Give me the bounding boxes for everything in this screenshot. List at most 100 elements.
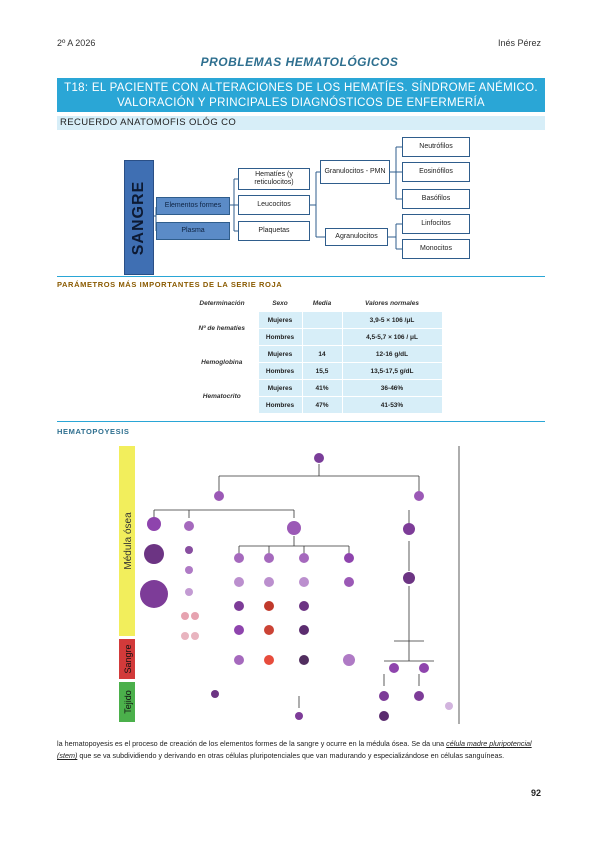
reticulocyte-2: [191, 612, 199, 620]
label-sangre: Sangre: [123, 644, 133, 673]
erythroblast-2: [185, 546, 193, 554]
cell-media: 15,5: [301, 362, 343, 380]
tree-hematies: Hematíes (y reticulocitos): [238, 168, 310, 190]
reticulocyte: [181, 612, 189, 620]
neutrophil: [234, 655, 244, 665]
cell-sex: Hombres: [257, 328, 303, 346]
hematopoyesis-title: HEMATOPOYESIS: [57, 427, 130, 436]
metamyelocyte-3: [299, 601, 309, 611]
promyelocyte-2: [264, 553, 274, 563]
caption-text-2: que se va subdividiendo y derivando en o…: [77, 751, 505, 760]
eosinophil: [264, 655, 274, 665]
label-tejido: Tejido: [123, 690, 133, 714]
cell-values: 3,9-5 × 106 /μL: [341, 311, 443, 329]
cell-media: 47%: [301, 396, 343, 414]
label-medula-osea: Médula ósea: [123, 512, 134, 570]
tree-eosinofilos: Eosinófilos: [402, 162, 470, 182]
erythrocyte: [181, 632, 189, 640]
col-valores: Valores normales: [365, 299, 419, 307]
row-label-hematocrito: Hematocrito: [202, 393, 241, 400]
effector-cell: [379, 711, 389, 721]
table-header-row: Determinación Sexo Media Valores normale…: [186, 295, 442, 312]
myelocyte-1: [234, 577, 244, 587]
lymphoid-progenitor: [414, 491, 424, 501]
caption-text-1: la hematopoyesis es el proceso de creaci…: [57, 739, 447, 748]
myelocyte-3: [299, 577, 309, 587]
tejido-band: [119, 682, 135, 722]
cell-values: 36-46%: [341, 379, 443, 397]
tree-plaquetas: Plaquetas: [238, 221, 310, 241]
cell-media: [301, 328, 343, 346]
cell-sex: Hombres: [257, 362, 303, 380]
serie-roja-table: Determinación Sexo Media Valores normale…: [186, 295, 443, 414]
megakaryocyte: [140, 580, 168, 608]
cell-sex: Hombres: [257, 396, 303, 414]
monoblast: [344, 553, 354, 563]
plasma-cell: [379, 691, 389, 701]
lymphoblast: [403, 523, 415, 535]
row-label-hemoglobina: Hemoglobina: [201, 359, 243, 366]
tree-monocitos: Monocitos: [402, 239, 470, 259]
params-title: PARÁMETROS MÁS IMPORTANTES DE LA SERIE R…: [57, 280, 283, 289]
hematopoyesis-caption: la hematopoyesis es el proceso de creaci…: [57, 738, 545, 762]
cell-illustrations: [140, 453, 453, 721]
divider-hematopoyesis: [57, 421, 545, 422]
col-sexo: Sexo: [272, 299, 288, 307]
erythroblast-1: [184, 521, 194, 531]
t-lymphocyte: [419, 663, 429, 673]
table-row: Hombres 4,5-5,7 × 106 / μL: [186, 328, 443, 346]
row-label-hematies: Nº de hematíes: [198, 325, 245, 332]
banner-line-2: VALORACIÓN Y PRINCIPALES DIAGNÓSTICOS DE…: [117, 97, 485, 109]
document-title: PROBLEMAS HEMATOLÓGICOS: [200, 55, 399, 69]
col-determinacion: Determinación: [199, 299, 245, 307]
table-row: Hemoglobina Mujeres 14 12-16 g/dL: [186, 345, 443, 366]
header-course: 2º A 2026: [57, 38, 96, 48]
cell-sex: Mujeres: [257, 311, 303, 329]
tree-basofilos: Basófilos: [402, 189, 470, 209]
table-row: Nº de hematíes Mujeres 3,9-5 × 106 /μL: [186, 311, 443, 332]
cell-values: 4,5-5,7 × 106 / μL: [341, 328, 443, 346]
b-lymphocyte: [389, 663, 399, 673]
tree-plasma: Plasma: [156, 222, 230, 240]
sangre-label: SANGRE: [130, 180, 147, 256]
tree-linfocitos: Linfocitos: [402, 214, 470, 234]
cell-values: 13,5-17,5 g/dL: [341, 362, 443, 380]
sangre-band: [119, 639, 135, 679]
promyelocyte-3: [299, 553, 309, 563]
cell-values: 12-16 g/dL: [341, 345, 443, 363]
myelocyte-2: [264, 577, 274, 587]
tree-neutrofilos: Neutrófilos: [402, 137, 470, 157]
erythroblast-3: [185, 566, 193, 574]
cell-sex: Mujeres: [257, 379, 303, 397]
page-number: 92: [530, 788, 541, 798]
basophil: [299, 655, 309, 665]
cell-media: [301, 311, 343, 329]
banner-line-1: T18: EL PACIENTE CON ALTERACIONES DE LOS…: [64, 82, 538, 94]
stem-cell: [314, 453, 324, 463]
tree-leucocitos: Leucocitos: [238, 195, 310, 215]
topic-banner: T18: EL PACIENTE CON ALTERACIONES DE LOS…: [57, 78, 545, 112]
tree-agranulocitos: Agranulocitos: [325, 228, 388, 246]
metamyelocyte-2: [264, 601, 274, 611]
table-row: Hombres 47% 41-53%: [186, 396, 443, 414]
sangre-root-box: SANGRE: [124, 160, 154, 275]
caption-stem-cell-term: célula madre pluripotencial (stem): [57, 739, 532, 760]
hematopoyesis-figure: Médula ósea Sangre Tejido: [119, 446, 460, 724]
band-cell-2: [264, 625, 274, 635]
macrophage: [295, 712, 303, 720]
erythrocyte-2: [191, 632, 199, 640]
proerythroblast: [147, 517, 161, 531]
cell-sex: Mujeres: [257, 345, 303, 363]
megakaryoblast: [144, 544, 164, 564]
myeloid-progenitor: [214, 491, 224, 501]
mast-cell: [211, 690, 219, 698]
tree-elementos-formes: Elementos formes: [156, 197, 230, 215]
tree-granulocitos: Granulocitos - PMN: [320, 160, 390, 184]
table-row: Hematocrito Mujeres 41% 36-46%: [186, 379, 443, 400]
cell-values: 41-53%: [341, 396, 443, 414]
divider-top: [57, 276, 545, 277]
myeloblast: [287, 521, 301, 535]
dendritic-cell: [445, 702, 453, 710]
band-cell-1: [234, 625, 244, 635]
medula-osea-band: [119, 446, 135, 636]
